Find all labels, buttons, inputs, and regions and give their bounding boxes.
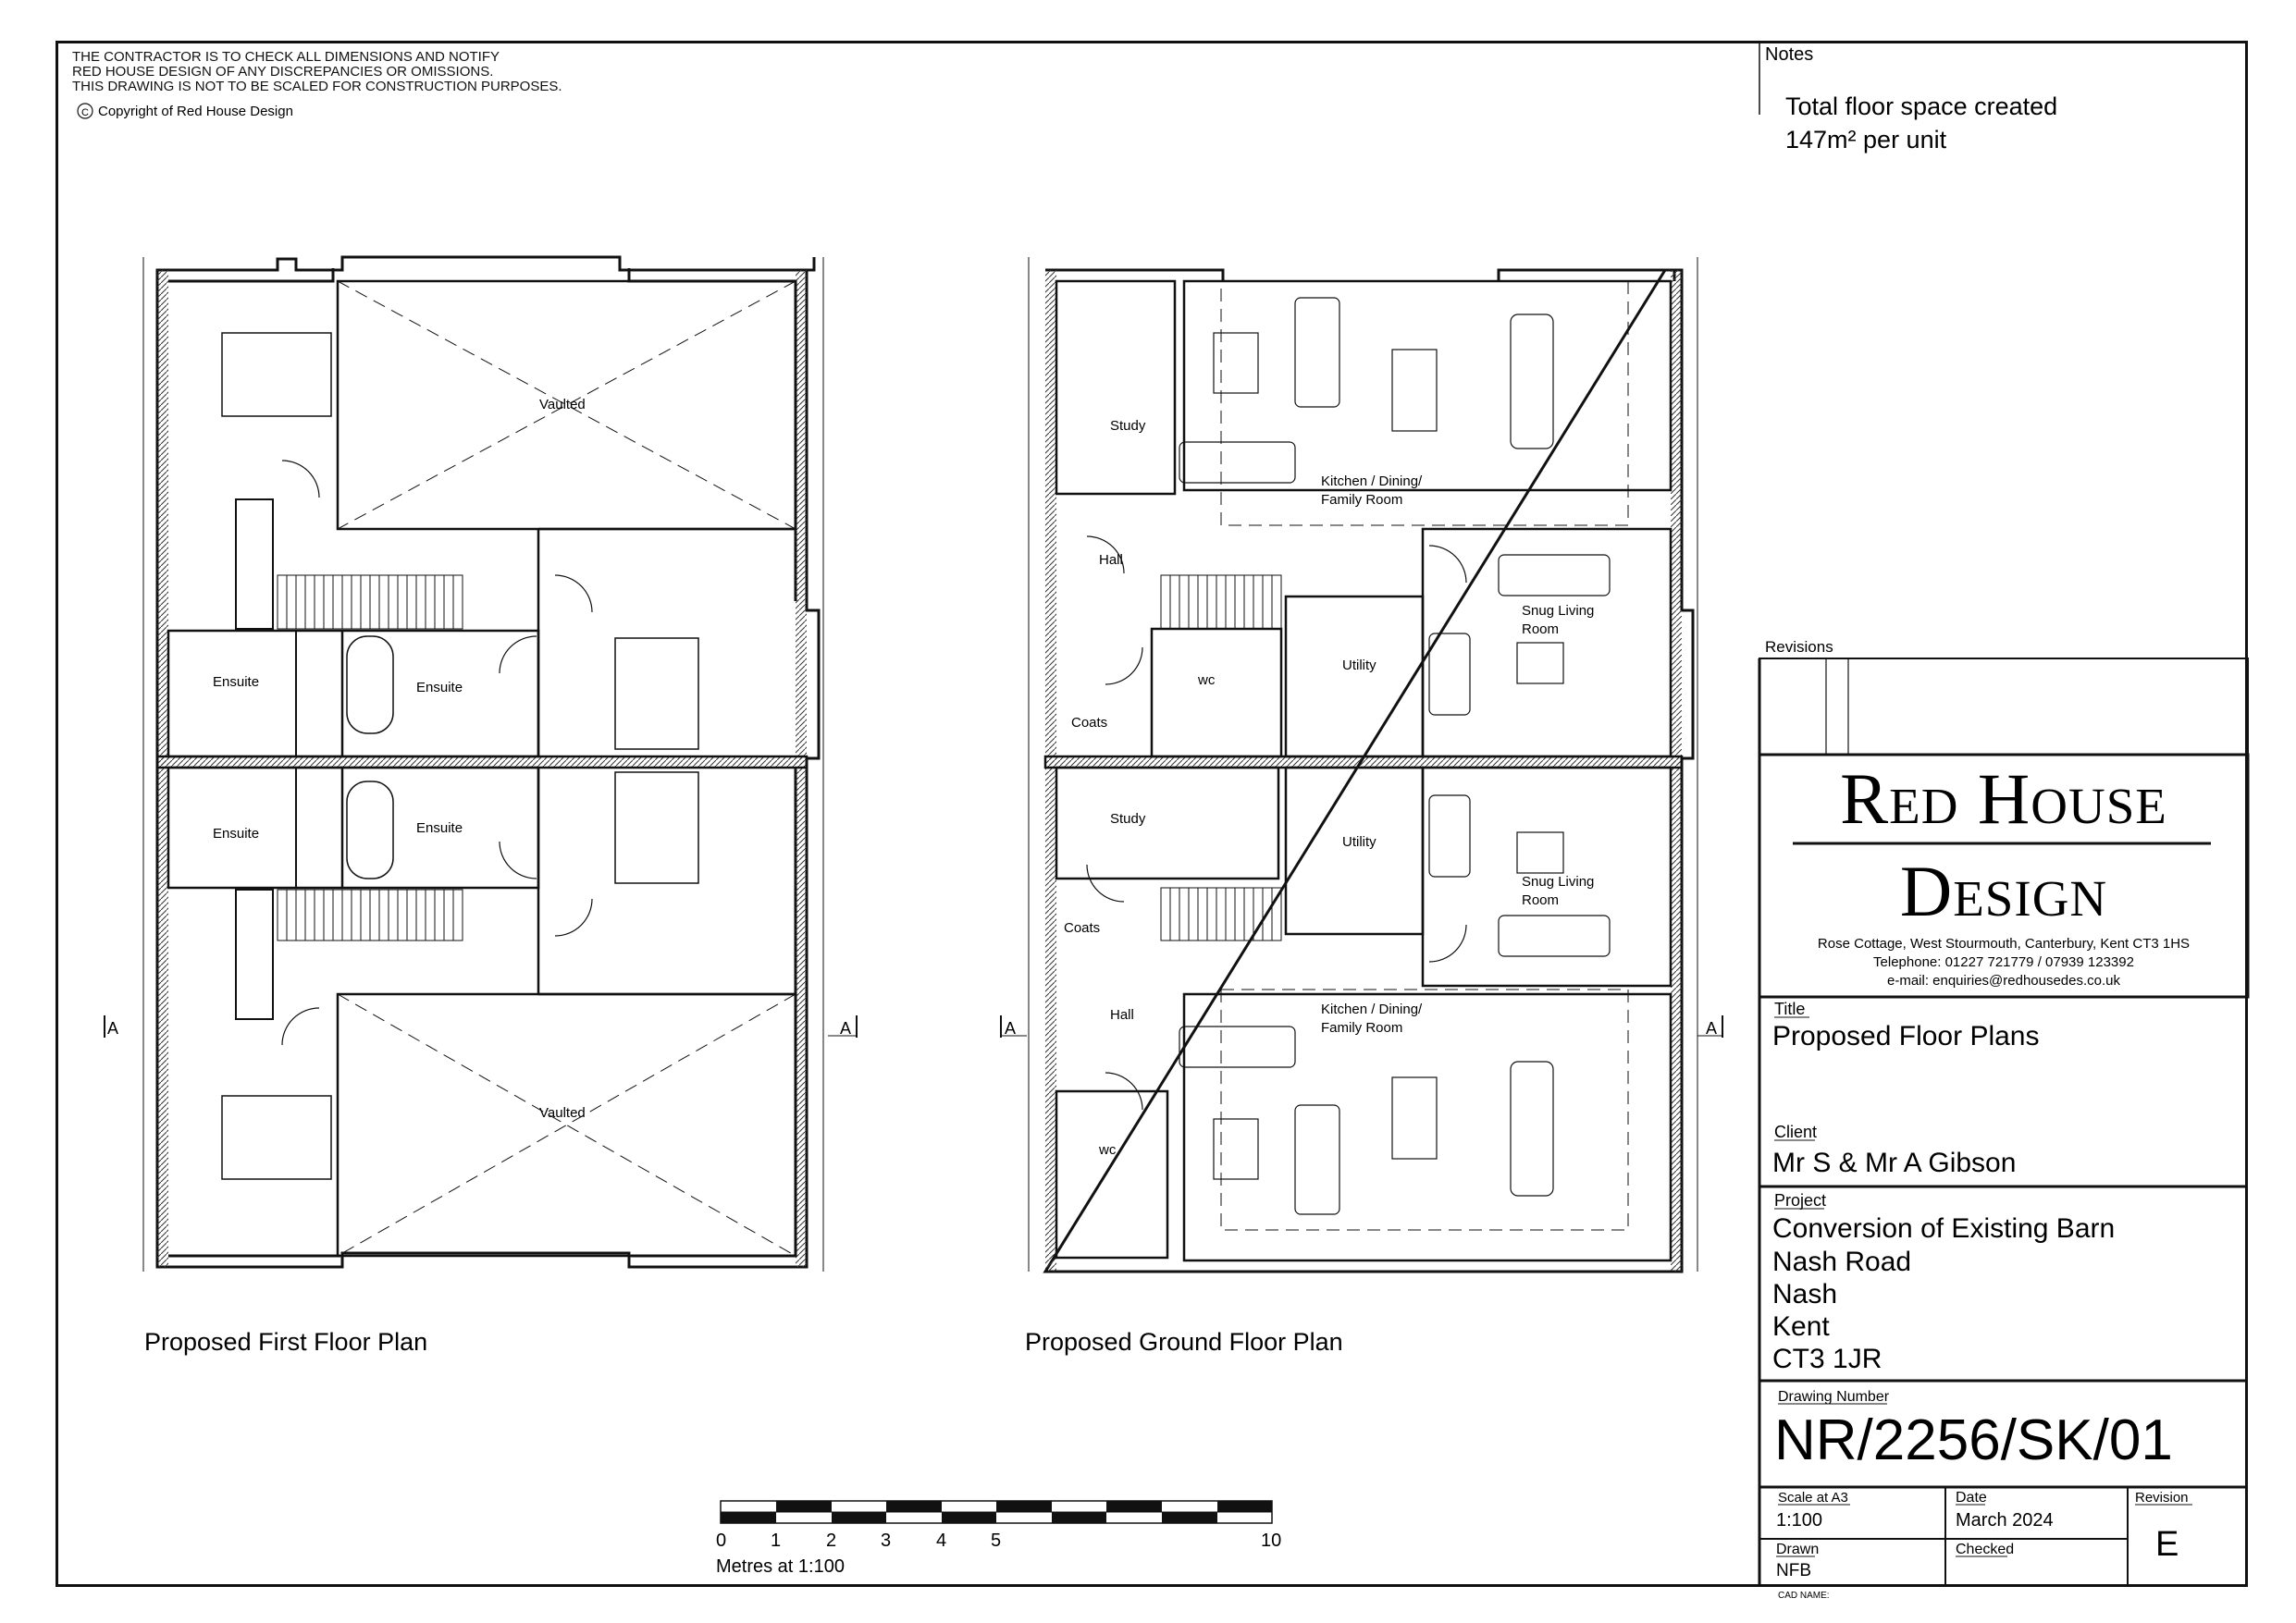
ground-floor-plan-title: Proposed Ground Floor Plan — [1025, 1328, 1343, 1356]
room-snug-bottom-line-2: Room — [1522, 892, 1559, 908]
project-line-4: Kent — [1772, 1311, 1830, 1342]
scale-tick-0: 0 — [716, 1531, 726, 1551]
room-snug-top-line-2: Room — [1522, 621, 1559, 637]
disclaimer-line-3: THIS DRAWING IS NOT TO BE SCALED FOR CON… — [72, 79, 562, 94]
room-vaulted-top: Vaulted — [539, 397, 586, 412]
scale-bar — [720, 1500, 1273, 1524]
disclaimer-line-2: RED HOUSE DESIGN OF ANY DISCREPANCIES OR… — [72, 64, 494, 80]
company-name-line-2: Design — [1900, 851, 2107, 931]
company-address: Rose Cottage, West Stourmouth, Canterbur… — [1818, 936, 2190, 952]
room-snug-top-line-1: Snug Living — [1522, 603, 1594, 619]
date-value: March 2024 — [1956, 1510, 2054, 1531]
first-floor-plan — [142, 255, 824, 1272]
room-hall-bottom: Hall — [1110, 1007, 1134, 1023]
drawn-label: Drawn — [1776, 1542, 1819, 1557]
room-ensuite-2: Ensuite — [416, 680, 463, 695]
section-label-first-left: A — [107, 1019, 118, 1038]
section-label-ground-right: A — [1706, 1019, 1717, 1038]
client-label: Client — [1774, 1123, 1817, 1141]
room-coats-bottom: Coats — [1064, 920, 1100, 936]
scale-tick-5: 5 — [991, 1531, 1001, 1551]
room-utility-top: Utility — [1342, 658, 1376, 673]
checked-label: Checked — [1956, 1542, 2014, 1557]
room-snug-bottom-line-1: Snug Living — [1522, 874, 1594, 890]
scale-tick-10: 10 — [1261, 1531, 1281, 1551]
disclaimer-line-1: THE CONTRACTOR IS TO CHECK ALL DIMENSION… — [72, 49, 500, 65]
scale-value: 1:100 — [1776, 1510, 1822, 1531]
room-coats-top: Coats — [1071, 715, 1107, 731]
room-wc-bottom: wc — [1098, 1142, 1117, 1158]
section-marker-ground-left — [1000, 1015, 1027, 1038]
disclaimer-block: THE CONTRACTOR IS TO CHECK ALL DIMENSION… — [72, 50, 562, 94]
room-vaulted-bottom: Vaulted — [539, 1105, 586, 1121]
drawn-value: NFB — [1776, 1561, 1811, 1580]
room-study-bottom: Study — [1110, 811, 1146, 827]
scale-label: Scale at A3 — [1778, 1490, 1848, 1506]
first-floor-plan-title: Proposed First Floor Plan — [144, 1328, 427, 1356]
client-name: Mr S & Mr A Gibson — [1772, 1148, 2016, 1178]
scale-tick-1: 1 — [771, 1531, 781, 1551]
project-line-2: Nash Road — [1772, 1247, 1911, 1277]
section-label-first-right: A — [840, 1019, 851, 1038]
section-label-ground-left: A — [1005, 1019, 1016, 1038]
drawing-number: NR/2256/SK/01 — [1774, 1408, 2173, 1472]
drawing-number-label: Drawing Number — [1778, 1389, 1890, 1405]
company-name-line-1: Red House — [1840, 758, 2167, 839]
revision-label: Revision — [2135, 1490, 2189, 1506]
room-wc-top: wc — [1197, 672, 1216, 688]
revisions-heading: Revisions — [1765, 638, 1833, 656]
project-line-5: CT3 1JR — [1772, 1344, 1882, 1374]
room-hall-top: Hall — [1099, 552, 1123, 568]
ground-floor-plan — [1028, 257, 1698, 1273]
project-line-1: Conversion of Existing Barn — [1772, 1213, 2115, 1244]
revision-value: E — [2155, 1525, 2179, 1564]
room-ensuite-4: Ensuite — [416, 820, 463, 836]
drawing-title: Proposed Floor Plans — [1772, 1021, 2040, 1051]
room-ensuite-3: Ensuite — [213, 826, 259, 842]
scale-tick-3: 3 — [881, 1531, 891, 1551]
scale-caption: Metres at 1:100 — [716, 1556, 845, 1577]
title-label: Title — [1774, 1000, 1805, 1018]
room-kitchen-bottom-line-2: Family Room — [1321, 1020, 1402, 1036]
scale-tick-2: 2 — [826, 1531, 836, 1551]
project-label: Project — [1774, 1191, 1826, 1210]
company-email: e-mail: enquiries@redhousedes.co.uk — [1887, 973, 2121, 989]
copyright-text: Copyright of Red House Design — [98, 104, 293, 119]
copyright-symbol: C — [81, 107, 89, 118]
room-kitchen-bottom-line-1: Kitchen / Dining/ — [1321, 1002, 1423, 1017]
room-study-top: Study — [1110, 418, 1146, 434]
notes-heading: Notes — [1765, 44, 1813, 65]
room-ensuite-1: Ensuite — [213, 674, 259, 690]
copyright-icon — [77, 103, 93, 119]
title-block — [1758, 41, 2250, 1587]
room-kitchen-top-line-2: Family Room — [1321, 492, 1402, 508]
room-utility-bottom: Utility — [1342, 834, 1376, 850]
notes-line-1: Total floor space created — [1785, 92, 2057, 120]
room-kitchen-top-line-1: Kitchen / Dining/ — [1321, 473, 1423, 489]
scale-tick-4: 4 — [936, 1531, 946, 1551]
notes-line-2: 147m² per unit — [1785, 126, 1947, 154]
company-telephone: Telephone: 01227 721779 / 07939 123392 — [1873, 954, 2134, 970]
project-line-3: Nash — [1772, 1279, 1837, 1309]
section-marker-ground-right — [1697, 1015, 1723, 1038]
cad-name-label: CAD NAME: — [1778, 1591, 1830, 1601]
date-label: Date — [1956, 1490, 1987, 1506]
section-marker-first-right — [828, 1015, 858, 1038]
